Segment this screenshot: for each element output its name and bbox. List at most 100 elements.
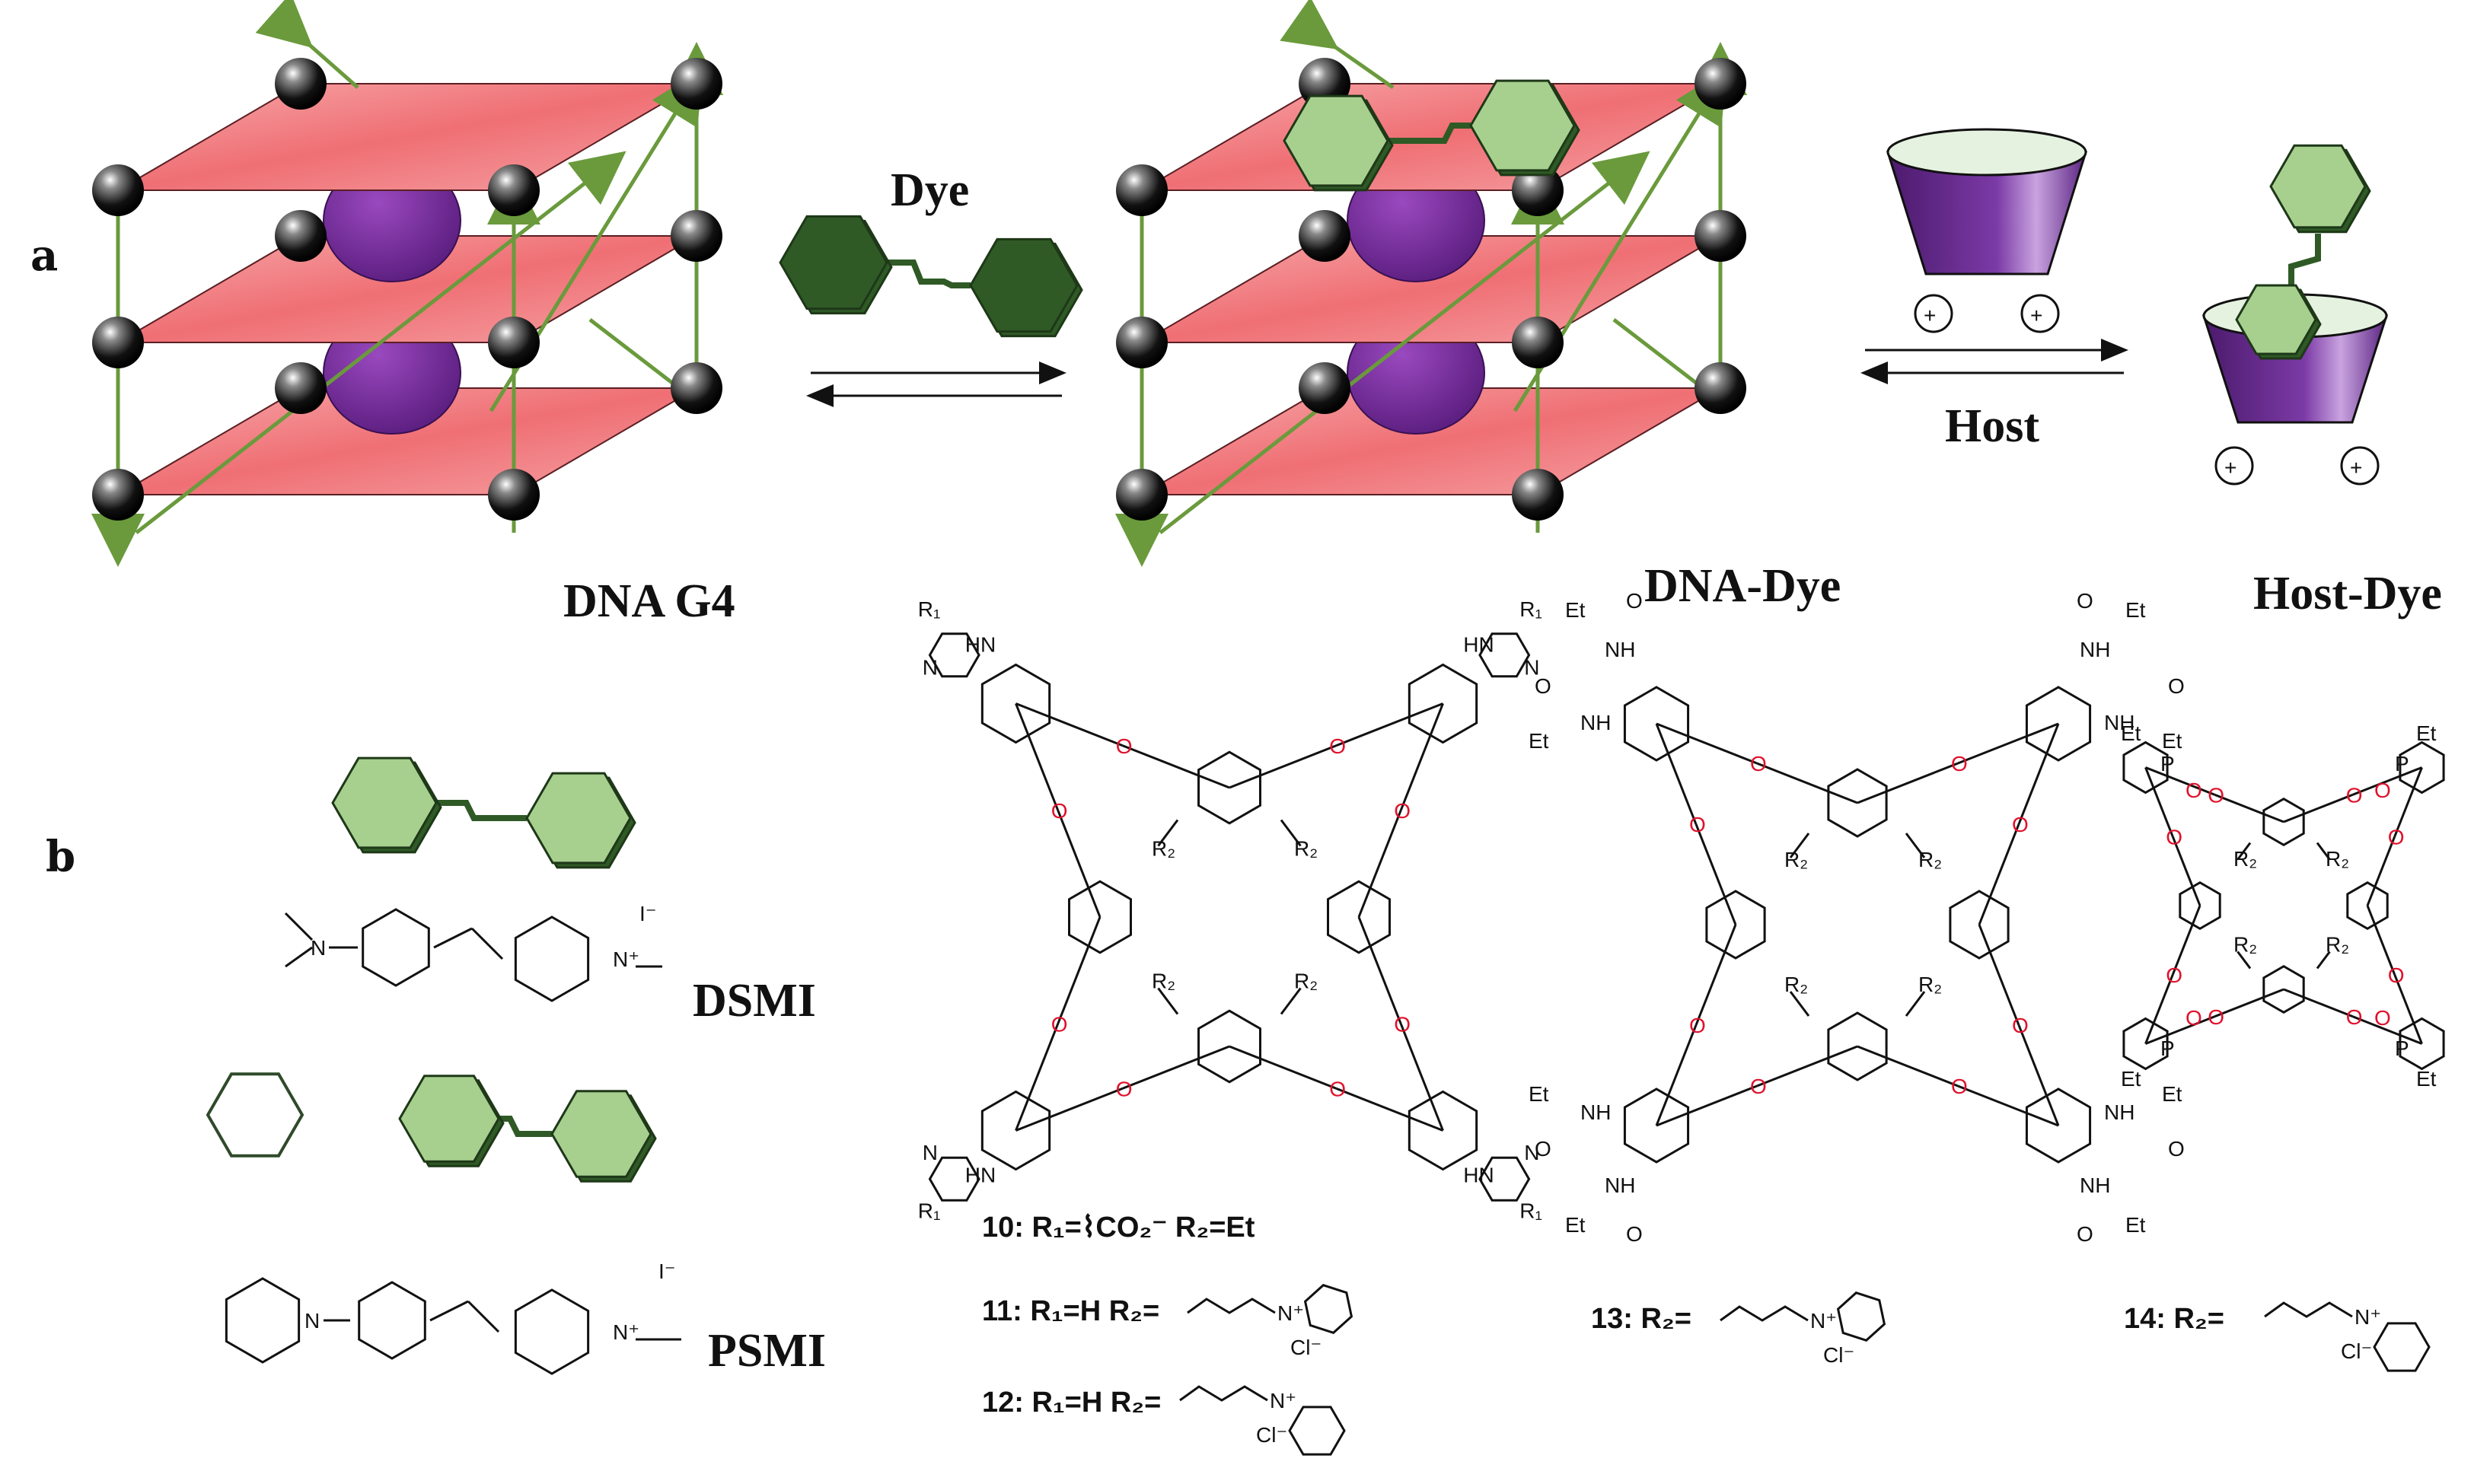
oxygen-label: O xyxy=(1689,1014,1706,1037)
chloride-counterion: Cl⁻ xyxy=(2341,1339,2372,1363)
imidazole-ring xyxy=(928,1156,980,1202)
guanine-ball xyxy=(92,317,144,368)
bond xyxy=(2144,766,2174,837)
pyridinium-nitrogen: N⁺ xyxy=(2355,1305,2381,1329)
oxygen-label: O xyxy=(1394,799,1411,823)
dye-linker xyxy=(887,260,971,288)
methyl-bond xyxy=(284,912,314,941)
bond xyxy=(1656,1084,1758,1127)
bond xyxy=(1015,702,1124,747)
vinyl-bond xyxy=(429,1300,469,1322)
dye-cartoon-psmi xyxy=(206,1072,657,1183)
bond xyxy=(2366,836,2396,906)
phosphorus-label: P xyxy=(2395,1037,2409,1060)
guanine-ball xyxy=(1695,362,1746,414)
bond xyxy=(2283,988,2354,1018)
charge-plus-1: + xyxy=(1924,304,1936,327)
carbonyl-o: O xyxy=(2077,1222,2093,1246)
cavitand-aryl-ring xyxy=(1197,750,1261,825)
bond xyxy=(1357,916,1402,1024)
dsmi-name: DSMI xyxy=(693,975,816,1027)
pyridinium-nitrogen: N⁺ xyxy=(1270,1389,1296,1412)
amide-nh: NH xyxy=(1580,711,1611,734)
cavitand-aryl-ring xyxy=(1705,890,1766,960)
bond xyxy=(2017,723,2060,825)
methine-bridge xyxy=(1157,819,1179,847)
free-dye-ring-1 xyxy=(779,215,888,310)
chloride-counterion: Cl⁻ xyxy=(1290,1336,1322,1359)
host-dye-ring-bottom xyxy=(2235,284,2317,355)
oxygen-label: O xyxy=(1750,752,1767,775)
amide-nh: NH xyxy=(1605,1174,1635,1197)
free-dye-ring-2 xyxy=(969,237,1079,333)
imidazole-n: N xyxy=(923,655,938,679)
label-dna-dye: DNA-Dye xyxy=(1644,560,1841,612)
substituent-pyridinium-12: N⁺ Cl⁻ xyxy=(1179,1385,1346,1456)
bond xyxy=(1655,1024,1698,1126)
bond xyxy=(1655,723,1698,825)
r2-label: R₂ xyxy=(2233,933,2257,957)
oxygen-label: O xyxy=(1951,752,1968,775)
ethyl-label: Et xyxy=(2162,729,2182,753)
amide-nh: NH xyxy=(2104,711,2135,734)
label-dna-g4: DNA G4 xyxy=(563,575,735,627)
guanine-ball xyxy=(1299,210,1350,262)
ethyl-label: Et xyxy=(2125,1213,2146,1237)
amine-nitrogen: N xyxy=(311,936,326,960)
label-host-dye: Host-Dye xyxy=(2253,568,2442,619)
guanine-ball xyxy=(92,164,144,216)
ethyl-label: Et xyxy=(1565,598,1586,622)
cavitand-aryl-ring xyxy=(2262,965,2305,1014)
bond xyxy=(1229,1045,1337,1090)
oxygen-label: O xyxy=(2346,1005,2363,1029)
imidazole-ring xyxy=(1478,632,1531,678)
cavitand-aryl-ring xyxy=(1068,880,1132,954)
alkyl-chain xyxy=(1187,1298,1276,1314)
ethyl-label: Et xyxy=(2162,1082,2182,1106)
ethyl-label: Et xyxy=(1565,1213,1586,1237)
ethyl-label: Et xyxy=(2121,721,2141,745)
bond xyxy=(1057,916,1102,1024)
dna-g4-illustration xyxy=(91,0,723,567)
imidazolium-nitrogen: N⁺ xyxy=(1277,1301,1304,1325)
r1-label: R₁ xyxy=(918,597,941,621)
bond xyxy=(1957,722,2059,765)
guanine-ball xyxy=(1116,317,1168,368)
bond xyxy=(1756,1045,1858,1088)
r2-label: R₂ xyxy=(1784,973,1808,996)
outer-aryl-ring xyxy=(980,663,1051,744)
chloride-counterion: Cl⁻ xyxy=(1256,1423,1287,1447)
host-10-definition: 10: R₁=⌇CO₂⁻ R₂=Et xyxy=(982,1212,1255,1244)
bond xyxy=(2352,766,2423,796)
bond xyxy=(2171,836,2201,906)
benzene-ring xyxy=(358,1281,426,1360)
bond xyxy=(2393,974,2423,1045)
alkyl-chain xyxy=(1179,1385,1268,1402)
oxygen-label: O xyxy=(1116,1077,1133,1100)
host-dye-linker xyxy=(2288,234,2321,289)
host-11-definition: 11: R₁=H R₂= xyxy=(982,1295,1159,1327)
r2-label: R₂ xyxy=(2326,933,2349,957)
cavitand-aryl-ring xyxy=(2179,881,2221,930)
bond xyxy=(1122,1045,1230,1090)
dye-cartoon-free xyxy=(779,215,1083,338)
bond xyxy=(2017,1024,2060,1126)
methine-bridge xyxy=(1905,991,1926,1017)
oxygen-label: O xyxy=(1116,734,1133,758)
r1-label: R₁ xyxy=(1519,597,1542,621)
bond xyxy=(1335,1087,1444,1132)
cavitand-aryl-ring xyxy=(2262,798,2305,846)
carbonyl-o: O xyxy=(1626,589,1643,613)
ethyl-label: Et xyxy=(2416,1067,2437,1091)
bond xyxy=(1015,1087,1124,1132)
bond xyxy=(1057,810,1102,918)
guanine-ball xyxy=(92,469,144,521)
methine-bridge xyxy=(2237,951,2252,970)
guanine-ball xyxy=(1512,469,1564,521)
chloride-counterion: Cl⁻ xyxy=(1823,1343,1854,1367)
imidazole-nh: HN xyxy=(965,1164,996,1187)
bond xyxy=(1015,702,1060,811)
g-tetrad-plane xyxy=(1139,83,1723,191)
strand-top xyxy=(1280,0,1395,90)
